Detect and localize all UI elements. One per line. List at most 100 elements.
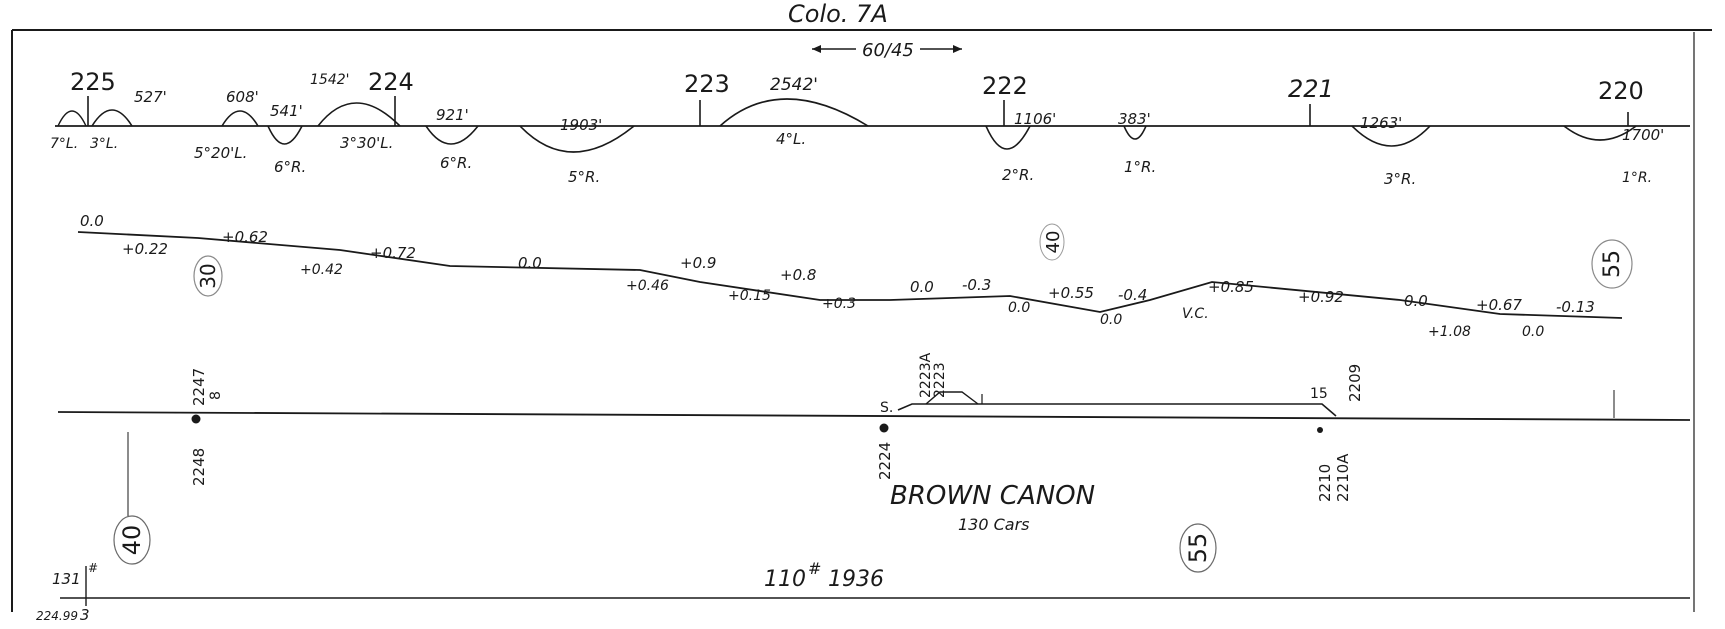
rail-weight-mark: # (808, 559, 821, 578)
curve-length-label: 527' (134, 88, 167, 106)
main-track (57, 411, 1691, 421)
footer-milepost-value: 224.99 (36, 609, 78, 623)
grade-label: 0.0 (518, 254, 542, 272)
milepost-222: 222 (982, 72, 1028, 100)
milepost-225: 225 (70, 68, 116, 96)
curve-length-label: 608' (226, 88, 259, 106)
grade-label: +0.85 (1208, 278, 1254, 296)
speed-circle-label: 40 (118, 525, 146, 556)
siding-structure (925, 391, 979, 405)
rail-weight-label: 110 # 1936 (764, 559, 884, 592)
grade-label: -0.4 (1118, 286, 1147, 304)
speed-circle-label: 55 (1184, 533, 1212, 564)
signal-number: 2223A (918, 352, 934, 398)
grade-label: +0.67 (1476, 296, 1522, 314)
grade-label: 0.0 (910, 278, 934, 296)
milepost-224: 224 (368, 68, 414, 96)
curve-degree-label: 2°R. (1002, 166, 1034, 184)
speed-circle (113, 515, 151, 565)
speed-circle-label: 55 (1600, 250, 1625, 278)
speed-limit-circles: 30 40 55 40 55 (113, 223, 1633, 573)
grade-label: +0.9 (680, 254, 716, 272)
signal-number: 2248 (190, 448, 208, 486)
signal-number: 2224 (876, 442, 894, 480)
grade-label: +0.92 (1298, 288, 1344, 306)
signal-number: 2223 (932, 362, 948, 398)
curve-degree-label: 1°R. (1124, 158, 1156, 176)
milepost-223: 223 (684, 70, 730, 98)
grade-label: +0.62 (222, 228, 268, 246)
curve-length-label: 921' (436, 106, 469, 124)
grade-label: +0.15 (728, 288, 771, 304)
siding-track (897, 403, 1337, 417)
curve-degree-label: 3°L. (90, 136, 118, 152)
signal-number: 2209 (1346, 364, 1364, 402)
signal-marker (1317, 427, 1323, 433)
grade-label: V.C. (1182, 306, 1209, 322)
signal-number: 8 (208, 391, 224, 400)
signal-number: S. (880, 400, 893, 416)
curve-length-label: 1903' (560, 116, 602, 134)
footer-rail-left: 131 (52, 570, 81, 588)
station-capacity: 130 Cars (958, 515, 1030, 534)
grade-label: +0.42 (300, 262, 343, 278)
speed-circle-label: 30 (196, 263, 220, 288)
curve-degree-label: 7°L. (50, 136, 78, 152)
curve-degree-label: 6°R. (274, 158, 306, 176)
curve-length-label: 1542' (310, 72, 349, 88)
signal-number: 15 (1310, 386, 1328, 402)
speed-circle (1179, 523, 1217, 573)
footer-milepost-suffix: 3 (80, 606, 90, 624)
curve-length-label: 1106' (1014, 110, 1056, 128)
milepost-221: 221 (1288, 75, 1334, 103)
grade-label: 0.0 (1404, 292, 1428, 310)
grade-label: +0.46 (626, 278, 669, 294)
curve-degree-label: 3°30'L. (340, 134, 393, 152)
rail-year: 1936 (828, 567, 884, 592)
grade-label: 0.0 (1522, 324, 1544, 340)
curve-length-label: 1700' (1622, 126, 1664, 144)
grade-label: 0.0 (80, 212, 104, 230)
curve-length-label: 541' (270, 102, 303, 120)
grade-label: +0.72 (370, 244, 416, 262)
speed-circle (1039, 223, 1065, 261)
speed-limit-arrow (812, 45, 962, 53)
rail-weight: 110 (764, 567, 806, 592)
speed-circle (1591, 239, 1633, 289)
curve-degree-label: 3°R. (1384, 170, 1416, 188)
signal-number: 2210A (1334, 453, 1352, 502)
grade-label: 0.0 (1100, 312, 1122, 328)
grade-label: +0.8 (780, 266, 816, 284)
grade-label: -0.13 (1556, 298, 1595, 316)
sheet-border (11, 29, 1712, 612)
footer-rail-mark: # (88, 561, 98, 575)
curve-degree-label: 6°R. (440, 154, 472, 172)
grade-label: -0.3 (962, 276, 991, 294)
signal-number: 2210 (1316, 464, 1334, 502)
speed-circle (193, 255, 223, 297)
sheet-title: Colo. 7A (788, 0, 888, 28)
curve-degree-label: 4°L. (776, 130, 806, 148)
grade-label: +0.55 (1048, 284, 1094, 302)
grade-label: +0.3 (822, 296, 856, 312)
grade-label: +0.22 (122, 240, 168, 258)
gradient-profile-line (77, 231, 1623, 319)
curve-length-label: 2542' (770, 75, 818, 95)
curve-arcs (57, 98, 1637, 153)
grade-label: 0.0 (1008, 300, 1030, 316)
curve-length-label: 1263' (1360, 114, 1402, 132)
curve-length-label: 383' (1118, 110, 1151, 128)
station-name: BROWN CANON (890, 481, 1095, 511)
curve-degree-label: 5°R. (568, 168, 600, 186)
milepost-220: 220 (1598, 77, 1644, 105)
signal-marker (191, 414, 201, 424)
curve-degree-label: 5°20'L. (194, 144, 247, 162)
signal-number: 2247 (190, 368, 208, 406)
curve-degree-label: 1°R. (1622, 170, 1652, 186)
signal-marker (879, 423, 889, 433)
speed-limit-label: 60/45 (862, 40, 914, 61)
speed-circle-label: 40 (1043, 231, 1064, 254)
grade-label: +1.08 (1428, 324, 1471, 340)
